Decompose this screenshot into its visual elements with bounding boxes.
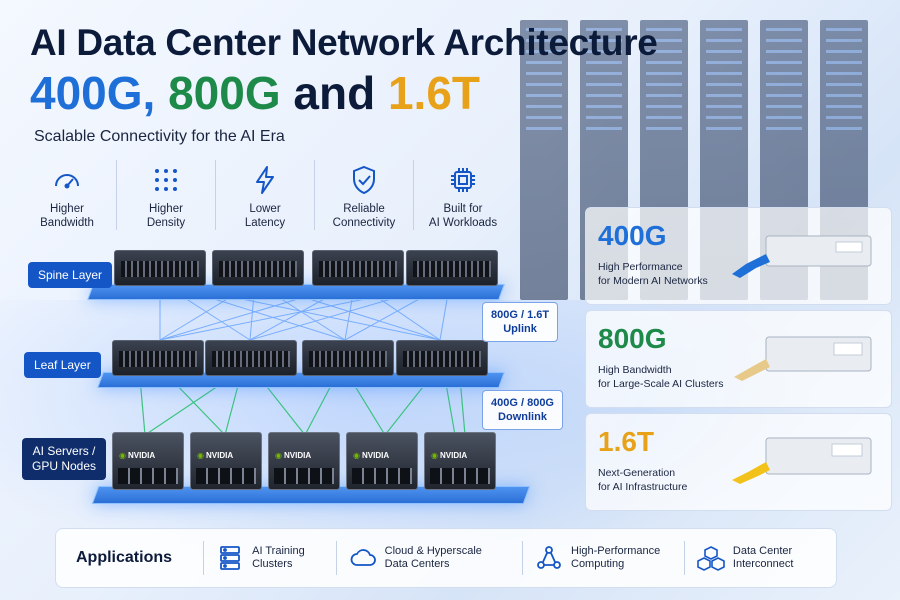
leaf-switch xyxy=(396,340,488,376)
product-speed: 1.6T xyxy=(598,426,655,457)
product-speed: 800G xyxy=(598,323,667,354)
page-title: AI Data Center Network Architecture xyxy=(30,22,658,63)
network-nodes-icon xyxy=(537,546,561,569)
server-layer-label: AI Servers /GPU Nodes xyxy=(22,438,107,480)
cloud-icon xyxy=(350,549,376,566)
gpu-server: ◉NVIDIA xyxy=(190,432,262,490)
spine-platform xyxy=(87,284,505,300)
feature-ai-workloads: Built for AI Workloads xyxy=(414,160,512,230)
spine-switch xyxy=(114,250,206,286)
transceiver-module-icon xyxy=(732,235,872,278)
feature-density: Higher Density xyxy=(117,160,216,230)
feature-list: Higher Bandwidth Higher Density Lower La… xyxy=(18,160,512,230)
product-speed: 400G xyxy=(598,220,667,251)
spine-switch xyxy=(212,250,304,286)
spine-layer-label: Spine Layer xyxy=(28,262,113,288)
network-diagram: ◉NVIDIA ◉NVIDIA ◉NVIDIA ◉NVIDIA ◉NVIDIA … xyxy=(0,240,600,530)
speed-800g: 800G xyxy=(168,67,281,119)
cubes-icon xyxy=(697,546,725,571)
speed-1-6t: 1.6T xyxy=(387,67,481,119)
speed-headline: 400G, 800G and 1.6T xyxy=(30,66,480,120)
leaf-switch xyxy=(302,340,394,376)
lightning-icon xyxy=(256,166,274,194)
leaf-switch xyxy=(205,340,297,376)
gpu-server: ◉NVIDIA xyxy=(268,432,340,490)
leaf-switch xyxy=(112,340,204,376)
gpu-server: ◉NVIDIA xyxy=(112,432,184,490)
leaf-layer-label: Leaf Layer xyxy=(24,352,101,378)
feature-bandwidth: Higher Bandwidth xyxy=(18,160,117,230)
chip-icon xyxy=(451,168,475,192)
gpu-server: ◉NVIDIA xyxy=(424,432,496,490)
shield-check-icon xyxy=(353,165,375,195)
grid-dots-icon xyxy=(155,169,177,191)
speed-400g: 400G, xyxy=(30,67,156,119)
feature-latency: Lower Latency xyxy=(216,160,315,230)
server-stack-icon xyxy=(220,546,241,570)
spine-switch xyxy=(406,250,498,286)
speed-and: and xyxy=(293,67,376,119)
gpu-server: ◉NVIDIA xyxy=(346,432,418,490)
gauge-icon xyxy=(55,174,79,189)
transceiver-module-icon xyxy=(734,336,872,381)
feature-reliability: Reliable Connectivity xyxy=(315,160,414,230)
applications-title: Applications xyxy=(76,549,173,566)
spine-switch xyxy=(312,250,404,286)
tagline: Scalable Connectivity for the AI Era xyxy=(34,128,285,145)
transceiver-module-icon xyxy=(732,437,872,484)
